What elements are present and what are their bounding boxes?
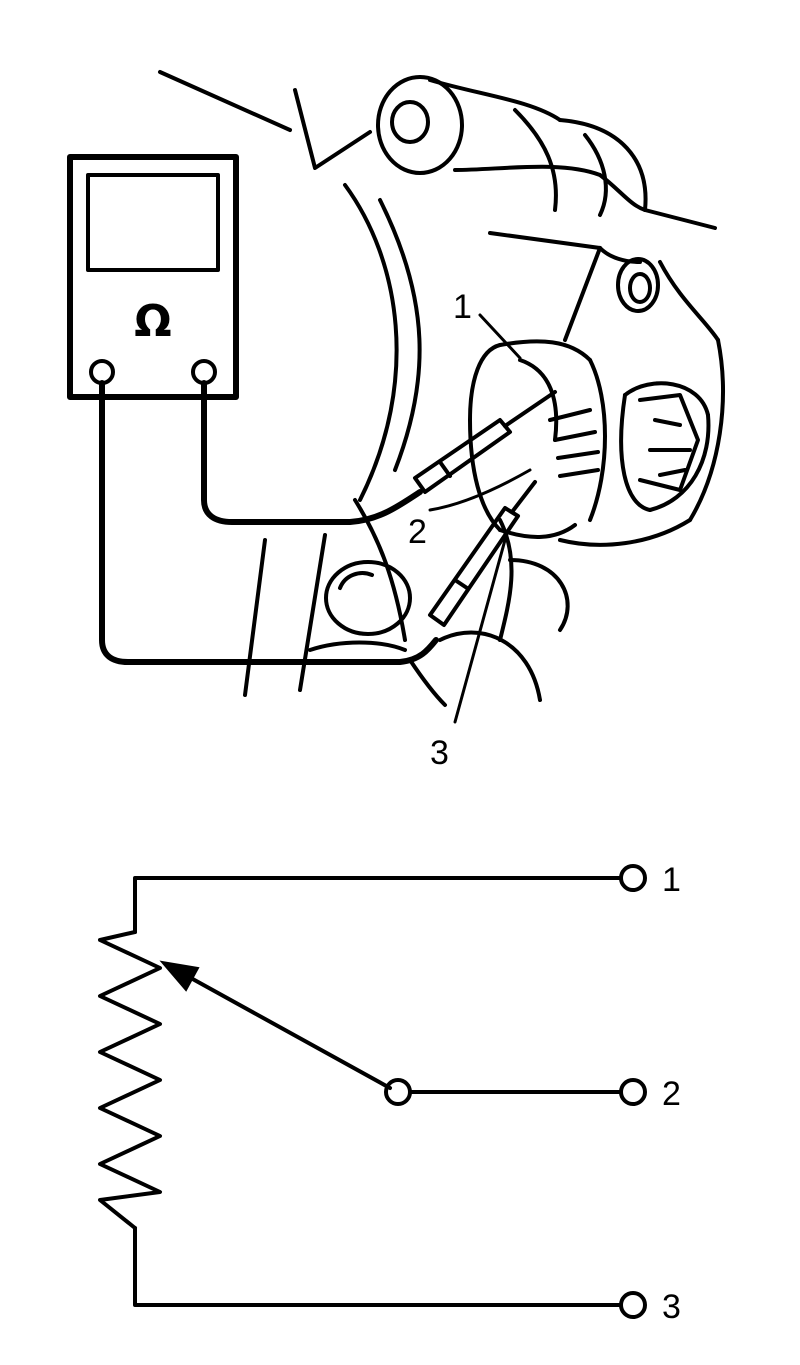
terminal-1-circle — [619, 864, 647, 892]
ohm-symbol: Ω — [134, 296, 171, 347]
meter-display — [86, 173, 220, 272]
resistor-element — [98, 930, 162, 1230]
pulley-boss — [376, 75, 717, 230]
callout-2: 2 — [408, 513, 427, 551]
callout-3: 3 — [430, 734, 449, 772]
wiper-arrow — [159, 960, 392, 1090]
wire-terminal-3 — [133, 1226, 622, 1307]
terminal-2-label: 2 — [662, 1075, 681, 1113]
throttle-position-sensor — [468, 231, 725, 547]
terminal-2-circle — [619, 1078, 647, 1106]
potentiometer-schematic: 1 2 3 — [98, 861, 681, 1326]
terminal-3-label: 3 — [662, 1288, 681, 1326]
wire-terminal-1 — [133, 876, 622, 934]
terminal-1-label: 1 — [662, 861, 681, 899]
callout-leaders — [428, 313, 532, 724]
meter-terminal-left — [89, 359, 115, 385]
ohmmeter: Ω — [67, 154, 239, 400]
meter-terminal-right — [191, 359, 217, 385]
test-lead-left — [99, 380, 439, 665]
test-lead-right — [201, 380, 423, 525]
lower-boss — [308, 560, 412, 652]
test-leads — [99, 380, 439, 665]
terminal-3-circle — [619, 1291, 647, 1319]
probe-upper — [413, 390, 557, 494]
wiper-node — [384, 1078, 412, 1106]
sensor-illustration: Ω 1 2 3 — [67, 70, 725, 772]
probe-lower — [428, 480, 537, 627]
callout-1: 1 — [453, 288, 472, 326]
